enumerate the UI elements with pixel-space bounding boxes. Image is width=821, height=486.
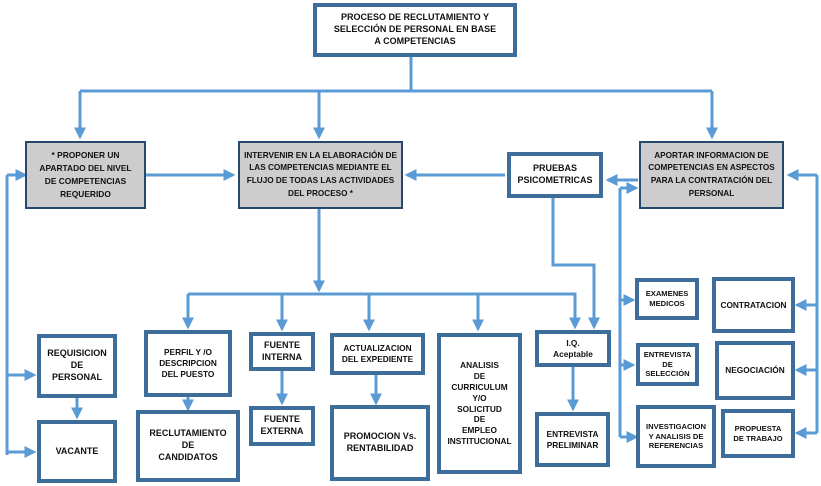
node-entrevista-seleccion-text: ENTREVISTA DE SELECCIÓN bbox=[643, 349, 692, 379]
node-promocion: PROMOCION Vs. RENTABILIDAD bbox=[330, 405, 430, 481]
node-reclutamiento-text: RECLUTAMIENTO DE CANDIDATOS bbox=[149, 428, 227, 462]
node-proponer-text: * PROPONER UN APARTADO DEL NIVEL DE COMP… bbox=[39, 149, 132, 200]
node-pruebas-text: PRUEBAS PSICOMETRICAS bbox=[517, 163, 593, 185]
node-entrevista-seleccion: ENTREVISTA DE SELECCIÓN bbox=[636, 343, 699, 386]
node-analisis: ANALISIS DE CURRICULUM Y/O SOLICITUD DE … bbox=[437, 333, 522, 474]
node-aportar: APORTAR INFORMACION DE COMPETENCIAS EN A… bbox=[639, 141, 784, 209]
node-negociacion: NEGOCIACIÓN bbox=[715, 341, 795, 400]
node-examenes: EXAMENES MEDICOS bbox=[635, 278, 699, 320]
node-fuente-externa-text: FUENTE EXTERNA bbox=[260, 414, 304, 436]
node-aportar-text: APORTAR INFORMACION DE COMPETENCIAS EN A… bbox=[648, 150, 775, 198]
node-perfil: PERFIL Y /O DESCRIPCION DEL PUESTO bbox=[144, 330, 232, 397]
node-entrevista-preliminar: ENTREVISTA PRELIMINAR bbox=[535, 412, 610, 467]
node-propuesta: PROPUESTA DE TRABAJO bbox=[721, 409, 795, 458]
node-proponer: * PROPONER UN APARTADO DEL NIVEL DE COMP… bbox=[25, 141, 146, 209]
node-entrevista-preliminar-text: ENTREVISTA PRELIMINAR bbox=[546, 428, 599, 450]
title-box: PROCESO DE RECLUTAMIENTO Y SELECCIÓN DE … bbox=[313, 3, 517, 57]
node-analisis-text: ANALISIS DE CURRICULUM Y/O SOLICITUD DE … bbox=[447, 360, 512, 446]
node-vacante: VACANTE bbox=[37, 420, 117, 483]
node-perfil-text: PERFIL Y /O DESCRIPCION DEL PUESTO bbox=[159, 347, 217, 379]
connector-bottom-bus bbox=[188, 292, 577, 325]
node-intervenir: INTERVENIR EN LA ELABORACIÓN DE LAS COMP… bbox=[238, 141, 403, 209]
node-promocion-text: PROMOCION Vs. RENTABILIDAD bbox=[343, 431, 417, 453]
node-contratacion-text: CONTRATACION bbox=[720, 299, 787, 310]
node-contratacion: CONTRATACION bbox=[712, 277, 795, 333]
node-vacante-text: VACANTE bbox=[55, 445, 99, 456]
node-fuente-interna: FUENTE INTERNA bbox=[249, 332, 315, 371]
arrow-pruebas-iq bbox=[551, 195, 600, 330]
node-negociacion-text: NEGOCIACIÓN bbox=[725, 365, 785, 376]
node-reclutamiento: RECLUTAMIENTO DE CANDIDATOS bbox=[136, 410, 240, 482]
node-actualizacion-text: ACTUALIZACION DEL EXPEDIENTE bbox=[341, 343, 414, 364]
node-investigacion: INVESTIGACION Y ANALISIS DE REFERENCIAS bbox=[636, 405, 716, 468]
node-iq-text: I.Q. Aceptable bbox=[553, 337, 593, 359]
node-fuente-interna-text: FUENTE INTERNA bbox=[262, 339, 302, 362]
title-text: PROCESO DE RECLUTAMIENTO Y SELECCIÓN DE … bbox=[333, 12, 497, 46]
node-examenes-text: EXAMENES MEDICOS bbox=[645, 289, 689, 308]
node-requisicion-text: REQUISICION DE PERSONAL bbox=[47, 348, 107, 382]
node-requisicion: REQUISICION DE PERSONAL bbox=[37, 334, 117, 398]
node-pruebas: PRUEBAS PSICOMETRICAS bbox=[507, 152, 603, 198]
node-investigacion-text: INVESTIGACION Y ANALISIS DE REFERENCIAS bbox=[646, 421, 706, 451]
node-fuente-externa: FUENTE EXTERNA bbox=[249, 406, 315, 446]
node-iq: I.Q. Aceptable bbox=[535, 330, 611, 367]
node-intervenir-text: INTERVENIR EN LA ELABORACIÓN DE LAS COMP… bbox=[244, 150, 397, 198]
node-actualizacion: ACTUALIZACION DEL EXPEDIENTE bbox=[330, 333, 425, 375]
node-propuesta-text: PROPUESTA DE TRABAJO bbox=[733, 423, 783, 443]
